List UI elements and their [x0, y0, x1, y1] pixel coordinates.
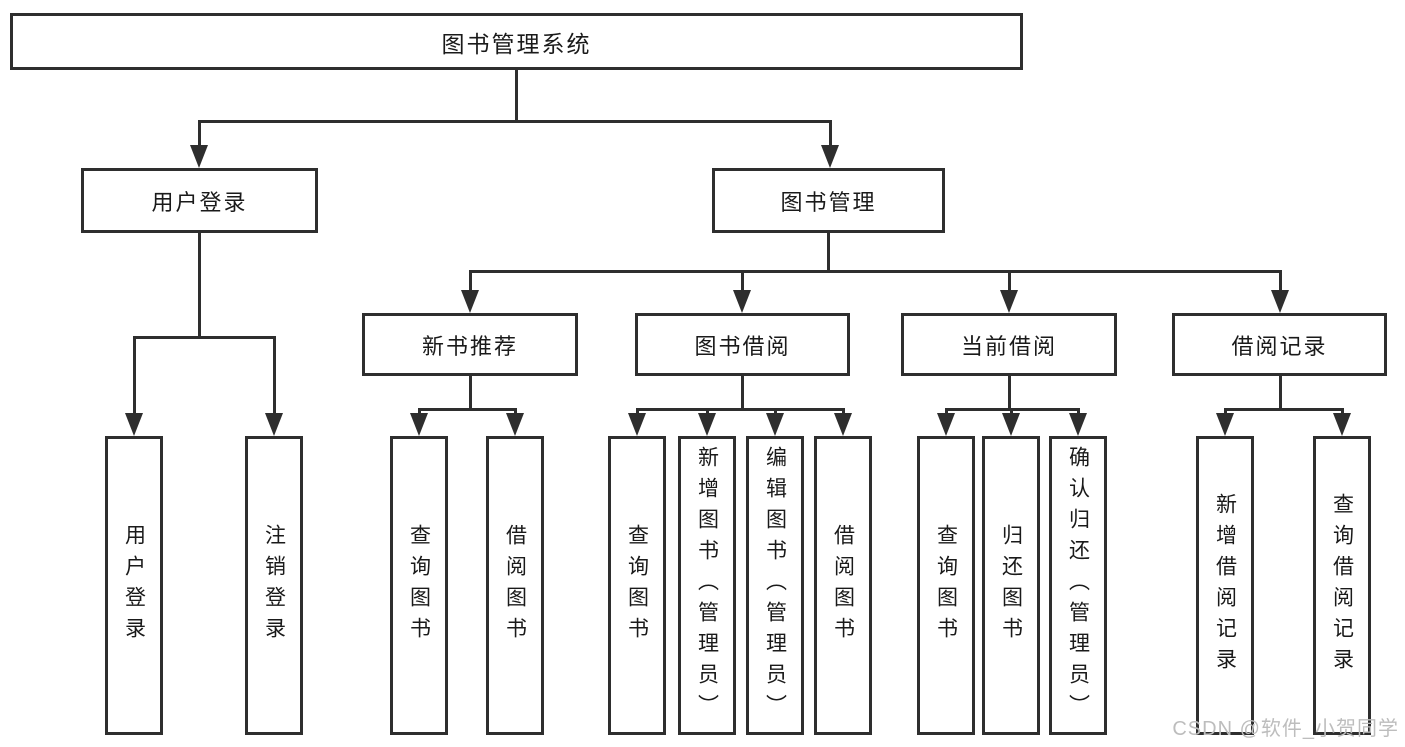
node-label: 新增图书（管理员）: [695, 446, 719, 725]
arrow-down-icon: [506, 413, 524, 436]
connector-line: [829, 120, 832, 150]
node-label: 借阅图书: [831, 523, 855, 648]
node-book-borrowing: 图书借阅: [635, 313, 850, 376]
leaf-add-book-admin: 新增图书（管理员）: [678, 436, 736, 735]
connector-line: [827, 233, 830, 273]
leaf-query-books-recommend: 查询图书: [390, 436, 448, 735]
node-label: 注销登录: [262, 523, 286, 648]
arrow-down-icon: [834, 413, 852, 436]
leaf-logout: 注销登录: [245, 436, 303, 735]
node-borrowing-records: 借阅记录: [1172, 313, 1387, 376]
node-label: 查询借阅记录: [1330, 492, 1354, 679]
arrow-down-icon: [125, 413, 143, 436]
arrow-down-icon: [733, 290, 751, 313]
connector-line: [198, 120, 832, 123]
leaf-edit-book-admin: 编辑图书（管理员）: [746, 436, 804, 735]
arrow-down-icon: [1002, 413, 1020, 436]
node-label: 查询图书: [625, 523, 649, 648]
connector-line: [273, 336, 276, 418]
arrow-down-icon: [937, 413, 955, 436]
arrow-down-icon: [628, 413, 646, 436]
arrow-down-icon: [1333, 413, 1351, 436]
leaf-query-books-current: 查询图书: [917, 436, 975, 735]
leaf-query-books-borrowing: 查询图书: [608, 436, 666, 735]
node-label: 用户登录: [122, 523, 146, 648]
node-current-borrowing: 当前借阅: [901, 313, 1117, 376]
node-label: 用户登录: [151, 189, 248, 215]
connector-line: [1279, 270, 1282, 295]
leaf-borrow-books-recommend: 借阅图书: [486, 436, 544, 735]
leaf-query-borrow-record: 查询借阅记录: [1313, 436, 1371, 735]
connector-line: [1224, 408, 1344, 411]
arrow-down-icon: [461, 290, 479, 313]
node-new-book-recommend: 新书推荐: [362, 313, 578, 376]
connector-line: [636, 408, 845, 411]
node-user-login: 用户登录: [81, 168, 318, 233]
arrow-down-icon: [1271, 290, 1289, 313]
node-label: 新增借阅记录: [1213, 492, 1237, 679]
node-label: 图书管理系统: [441, 30, 592, 57]
leaf-borrow-books: 借阅图书: [814, 436, 872, 735]
connector-line: [133, 336, 276, 339]
connector-line: [1008, 270, 1011, 295]
node-label: 图书借阅: [694, 333, 791, 359]
connector-line: [469, 270, 1282, 273]
node-label: 归还图书: [999, 523, 1023, 648]
node-label: 新书推荐: [421, 333, 518, 359]
arrow-down-icon: [190, 145, 208, 168]
arrow-down-icon: [821, 145, 839, 168]
node-label: 当前借阅: [960, 333, 1057, 359]
connector-line: [741, 270, 744, 295]
connector-line: [198, 232, 201, 339]
arrow-down-icon: [1216, 413, 1234, 436]
connector-line: [133, 336, 136, 418]
connector-line: [198, 120, 201, 150]
node-label: 编辑图书（管理员）: [763, 446, 787, 725]
connector-line: [741, 376, 744, 411]
node-label: 借阅图书: [503, 523, 527, 648]
connector-line: [1279, 376, 1282, 411]
node-book-management: 图书管理: [712, 168, 945, 233]
leaf-add-borrow-record: 新增借阅记录: [1196, 436, 1254, 735]
leaf-return-book: 归还图书: [982, 436, 1040, 735]
node-label: 查询图书: [934, 523, 958, 648]
arrow-down-icon: [698, 413, 716, 436]
arrow-down-icon: [766, 413, 784, 436]
leaf-confirm-return-admin: 确认归还（管理员）: [1049, 436, 1107, 735]
node-label: 借阅记录: [1231, 333, 1328, 359]
arrow-down-icon: [1069, 413, 1087, 436]
arrow-down-icon: [1000, 290, 1018, 313]
node-library-system: 图书管理系统: [10, 13, 1023, 70]
arrow-down-icon: [265, 413, 283, 436]
node-label: 查询图书: [407, 523, 431, 648]
arrow-down-icon: [410, 413, 428, 436]
node-label: 确认归还（管理员）: [1066, 446, 1090, 725]
connector-line: [418, 408, 517, 411]
connector-line: [515, 70, 518, 123]
connector-line: [469, 376, 472, 411]
connector-line: [469, 270, 472, 295]
connector-line: [1008, 376, 1011, 411]
csdn-watermark: CSDN @软件_小贺同学: [1172, 718, 1399, 740]
leaf-user-login: 用户登录: [105, 436, 163, 735]
node-label: 图书管理: [780, 189, 877, 215]
